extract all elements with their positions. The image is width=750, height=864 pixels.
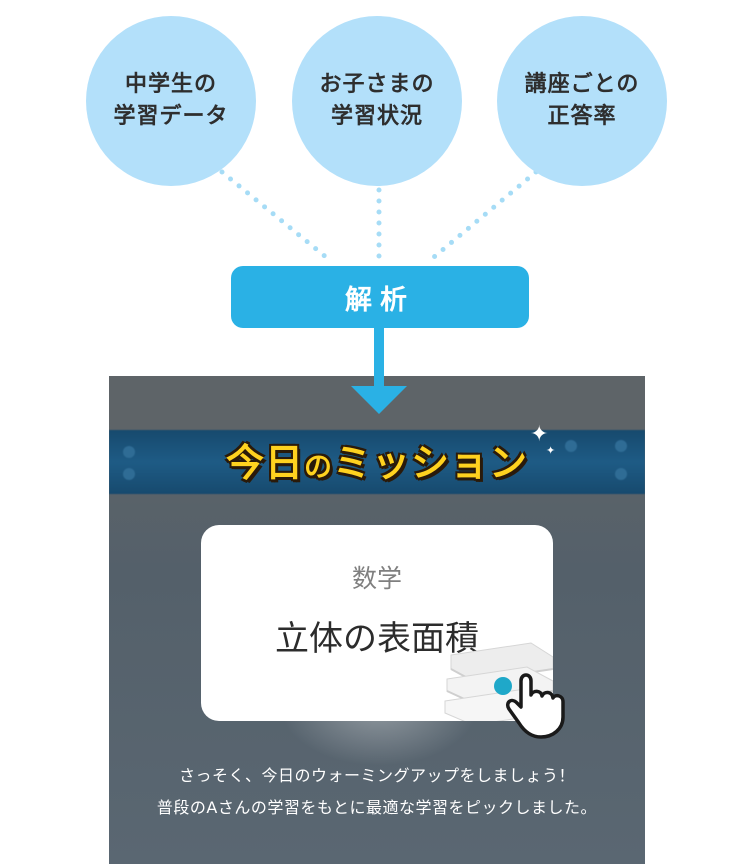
- mission-subject: 数学: [351, 564, 402, 593]
- source-bubble-line: 学習データ: [113, 104, 229, 129]
- source-bubble-line: 講座ごとの: [524, 72, 640, 97]
- mission-title-suffix: ミッション: [333, 441, 529, 485]
- down-arrow-shaft: [374, 328, 384, 388]
- banner-stud: [123, 446, 135, 458]
- mission-description-line: 普段のAさんの学習をもとに最適な学習をピックしました。: [156, 798, 598, 817]
- mission-panel: 今日のミッション ✦ ✦ 数学 立体の表面積 さっそく、今日のウォーミングアップ…: [109, 376, 645, 864]
- tap-dot: [494, 677, 512, 695]
- banner-stud: [615, 468, 627, 480]
- sparkle-icon: ✦: [546, 444, 556, 457]
- source-bubble-line: 正答率: [547, 104, 617, 129]
- sparkle-icon: ✦: [530, 422, 549, 447]
- down-arrow-icon: [351, 386, 407, 414]
- mission-topic: 立体の表面積: [275, 619, 479, 659]
- mission-title-particle: の: [303, 450, 333, 483]
- source-bubble-line: お子さまの: [319, 72, 435, 97]
- mission-banner: [109, 430, 645, 494]
- mission-title: 今日のミッション: [109, 432, 645, 487]
- pointing-hand-icon: [494, 673, 565, 739]
- source-bubble-student-data: 中学生の 学習データ: [86, 16, 256, 186]
- banner-stud: [123, 468, 135, 480]
- source-bubble-child-status: お子さまの 学習状況: [292, 16, 462, 186]
- connector-line-right: [425, 169, 539, 265]
- source-bubble-accuracy: 講座ごとの 正答率: [497, 16, 667, 186]
- mission-description-line: さっそく、今日のウォーミングアップをしましょう！: [178, 766, 575, 785]
- connector-lines: [219, 169, 539, 265]
- connector-line-left: [219, 169, 335, 265]
- source-bubble-line: 中学生の: [124, 72, 217, 97]
- banner-stud: [565, 440, 577, 452]
- analysis-label: 解析: [231, 266, 529, 328]
- mission-title-prefix: 今日: [225, 441, 304, 485]
- source-bubble-line: 学習状況: [330, 104, 423, 129]
- banner-stud: [615, 440, 627, 452]
